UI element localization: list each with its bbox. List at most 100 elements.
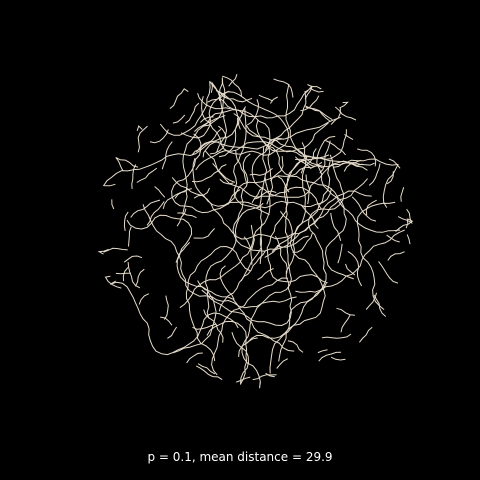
network-edge-branch	[333, 162, 363, 168]
network-edge-fragment	[131, 164, 137, 189]
network-edge-fragment	[357, 148, 377, 167]
network-edge-branch	[269, 156, 284, 182]
network-edge	[195, 122, 329, 171]
network-edge-branch	[191, 128, 222, 156]
network-edge-branch	[274, 236, 288, 274]
network-edge-fragment	[318, 351, 342, 362]
network-edge-branch	[202, 141, 220, 158]
network-edge-fragment	[222, 75, 242, 97]
network-edge	[206, 320, 249, 385]
network-edges	[97, 74, 414, 389]
network-edge-fragment	[111, 199, 115, 210]
network-edge-branch	[154, 186, 166, 198]
network-edge-branch	[176, 208, 187, 227]
network-edge-fragment	[127, 262, 141, 289]
network-edge-fragment	[228, 74, 238, 87]
network-edge-branch	[209, 125, 227, 155]
network-edge	[171, 177, 368, 240]
network-edge-branch	[197, 93, 231, 110]
network-edge-fragment	[387, 251, 405, 261]
network-edge-branch	[343, 162, 375, 172]
network-edge	[269, 154, 345, 374]
network-edge-branch	[215, 90, 253, 103]
network-edge-fragment	[386, 234, 400, 243]
network-edge	[245, 124, 354, 280]
network-edge-branch	[243, 236, 253, 265]
network-edge-fragment	[309, 87, 324, 93]
network-edge-fragment	[322, 333, 352, 339]
network-edge	[171, 133, 332, 214]
network-edge-fragment	[340, 314, 351, 333]
network-edge-fragment	[97, 248, 109, 255]
network-edge	[202, 77, 227, 153]
network-edge-fragment	[265, 372, 275, 378]
network-edge-branch	[287, 340, 304, 353]
network-edge-branch	[146, 201, 165, 226]
network-edge	[301, 142, 399, 208]
network-edge-branch	[203, 309, 224, 343]
network-edge	[241, 157, 308, 389]
network-edge	[266, 154, 330, 284]
network-edge-branch	[103, 247, 128, 253]
network-edge-fragment	[317, 349, 328, 354]
network-edge-fragment	[405, 218, 409, 229]
network-edge	[285, 83, 368, 171]
network-edge	[192, 157, 323, 207]
network-edge	[238, 211, 326, 357]
network-edge-branch	[238, 106, 247, 130]
network-edge-branch	[219, 265, 235, 300]
network-edge-branch	[162, 191, 186, 210]
network-edge-fragment	[388, 158, 401, 169]
network-edge-branch	[276, 235, 309, 248]
network-edge	[201, 161, 331, 326]
network-edge-fragment	[247, 99, 260, 126]
network-edge-fragment	[123, 255, 143, 263]
network-edge-branch	[175, 242, 191, 263]
network-edge-fragment	[123, 211, 129, 231]
network-edge-branch	[365, 199, 377, 216]
network-edge	[182, 90, 309, 215]
network-edge-fragment	[276, 358, 289, 369]
network-edge-branch	[295, 282, 327, 293]
network-edge-fragment	[149, 129, 169, 144]
network-edge-fragment	[368, 163, 381, 186]
network-edge	[197, 280, 295, 352]
network-edge-fragment	[397, 208, 413, 225]
network-edge	[159, 80, 239, 158]
network-edge-fragment	[373, 294, 387, 317]
network-edge-fragment	[269, 96, 278, 104]
network-edge-fragment	[305, 106, 333, 121]
network-edge-branch	[305, 174, 310, 205]
network-edge-fragment	[365, 292, 377, 310]
network-edge-fragment	[336, 307, 355, 316]
network-edge-fragment	[304, 85, 313, 100]
network-edge	[180, 91, 290, 156]
network-edge-branch	[378, 261, 399, 284]
network-edge-fragment	[197, 363, 216, 375]
network-edge-branch	[227, 189, 241, 205]
network-edge-branch	[194, 115, 226, 132]
figure-caption: p = 0.1, mean distance = 29.9	[147, 450, 333, 464]
network-edge-branch	[192, 323, 217, 330]
network-edge	[278, 229, 405, 362]
network-edge-branch	[277, 175, 290, 193]
network-edge	[103, 117, 239, 187]
network-edge-fragment	[136, 125, 143, 131]
network-edge-branch	[193, 228, 215, 239]
network-edge-fragment	[252, 374, 277, 381]
network-edge-fragment	[330, 356, 346, 361]
network-edge-branch	[193, 187, 210, 199]
network-edge	[211, 277, 289, 376]
network-edge-fragment	[406, 234, 411, 245]
network-edge-fragment	[344, 133, 354, 141]
network-edge-fragment	[307, 84, 322, 90]
network-edge-branch	[136, 167, 158, 183]
network-edge-branch	[167, 326, 178, 339]
network-edge-branch	[212, 163, 236, 183]
network-edge-fragment	[128, 226, 132, 247]
network-edge-branch	[345, 263, 356, 276]
network-edge-branch	[253, 190, 277, 200]
network-edge-branch	[300, 204, 319, 229]
